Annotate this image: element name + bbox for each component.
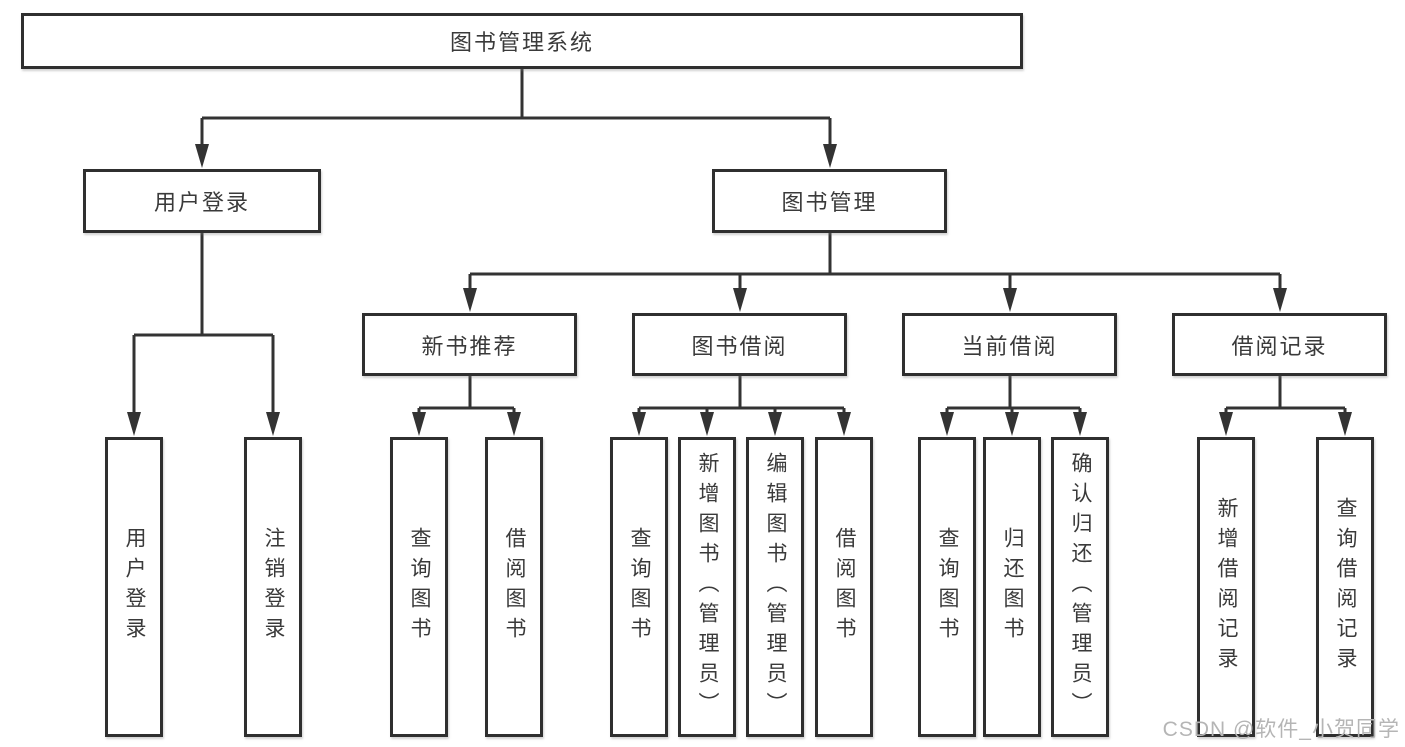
leaf-label: 查询图书 xyxy=(408,527,431,647)
leaf-edit-book-admin: 编辑图书（管理员） xyxy=(746,437,804,737)
leaf-query-books: 查询图书 xyxy=(918,437,976,737)
arrowhead-icon xyxy=(632,412,646,436)
csdn-watermark: CSDN @软件_小贺同学 xyxy=(1162,718,1400,741)
arrowhead-icon xyxy=(733,288,747,312)
arrowhead-icon xyxy=(1338,412,1352,436)
node-borrow-records: 借阅记录 xyxy=(1172,313,1387,376)
leaf-query-books: 查询图书 xyxy=(610,437,668,737)
node-label: 新书推荐 xyxy=(421,333,518,359)
leaf-label: 借阅图书 xyxy=(503,527,526,647)
leaf-label: 确认归还（管理员） xyxy=(1069,452,1092,722)
leaf-user-login: 用户登录 xyxy=(105,437,163,737)
leaf-add-book-admin: 新增图书（管理员） xyxy=(678,437,736,737)
arrowhead-icon xyxy=(1005,412,1019,436)
node-library-management-system: 图书管理系统 xyxy=(21,13,1023,69)
arrowhead-icon xyxy=(507,412,521,436)
node-label: 图书借阅 xyxy=(691,333,788,359)
leaf-confirm-return-admin: 确认归还（管理员） xyxy=(1051,437,1109,737)
arrowhead-icon xyxy=(266,412,280,436)
node-current-borrow: 当前借阅 xyxy=(902,313,1117,376)
node-label: 当前借阅 xyxy=(961,333,1058,359)
arrowhead-icon xyxy=(1073,412,1087,436)
leaf-borrow-book: 借阅图书 xyxy=(815,437,873,737)
node-new-book-recommend: 新书推荐 xyxy=(362,313,577,376)
node-book-borrow: 图书借阅 xyxy=(632,313,847,376)
leaf-label: 新增借阅记录 xyxy=(1215,497,1238,677)
leaf-label: 查询图书 xyxy=(936,527,959,647)
arrowhead-icon xyxy=(195,144,209,168)
leaf-add-borrow-record: 新增借阅记录 xyxy=(1197,437,1255,737)
node-label: 图书管理系统 xyxy=(449,30,594,55)
leaf-label: 用户登录 xyxy=(123,527,146,647)
leaf-label: 借阅图书 xyxy=(833,527,856,647)
node-book-management: 图书管理 xyxy=(712,169,947,233)
leaf-label: 新增图书（管理员） xyxy=(696,452,719,722)
leaf-label: 注销登录 xyxy=(262,527,285,647)
arrowhead-icon xyxy=(837,412,851,436)
node-label: 图书管理 xyxy=(781,190,878,215)
leaf-query-books: 查询图书 xyxy=(390,437,448,737)
arrowhead-icon xyxy=(823,144,837,168)
leaf-label: 查询图书 xyxy=(628,527,651,647)
node-label: 用户登录 xyxy=(153,190,250,215)
arrowhead-icon xyxy=(768,412,782,436)
arrowhead-icon xyxy=(940,412,954,436)
leaf-query-borrow-record: 查询借阅记录 xyxy=(1316,437,1374,737)
leaf-label: 归还图书 xyxy=(1001,527,1024,647)
arrowhead-icon xyxy=(700,412,714,436)
arrowhead-icon xyxy=(1003,288,1017,312)
leaf-label: 编辑图书（管理员） xyxy=(764,452,787,722)
arrowhead-icon xyxy=(463,288,477,312)
leaf-return-book: 归还图书 xyxy=(983,437,1041,737)
leaf-label: 查询借阅记录 xyxy=(1334,497,1357,677)
leaf-logout: 注销登录 xyxy=(244,437,302,737)
node-user-login: 用户登录 xyxy=(83,169,321,233)
arrowhead-icon xyxy=(127,412,141,436)
arrowhead-icon xyxy=(412,412,426,436)
leaf-borrow-books: 借阅图书 xyxy=(485,437,543,737)
node-label: 借阅记录 xyxy=(1231,333,1328,359)
arrowhead-icon xyxy=(1273,288,1287,312)
arrowhead-icon xyxy=(1219,412,1233,436)
